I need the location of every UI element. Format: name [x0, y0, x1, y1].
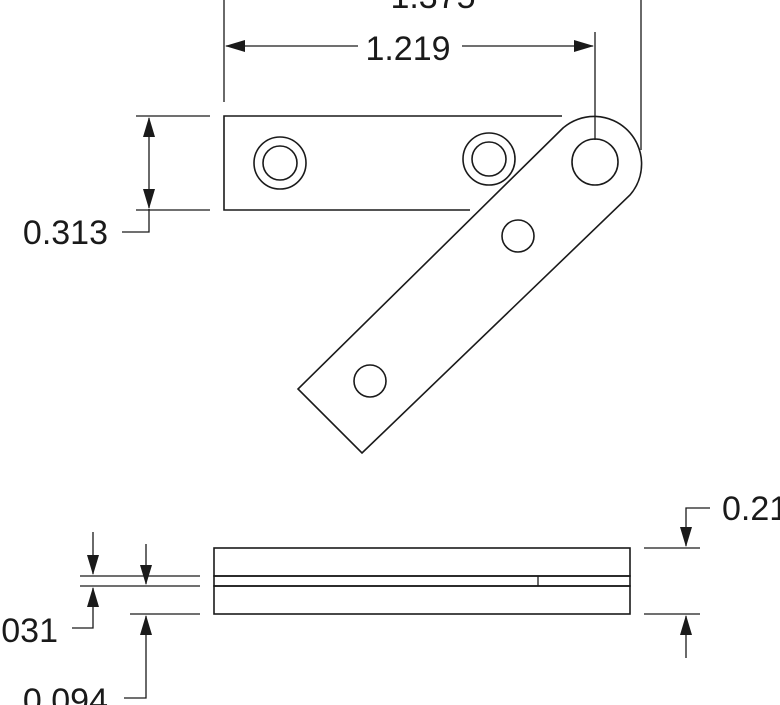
countersunk-hole-2-outer [462, 132, 516, 186]
dimension-leaf-width: 0.313 [23, 115, 210, 252]
top-view [223, 115, 643, 455]
dimension-gap-and-thickness: 0.031 0.094 [0, 532, 200, 705]
middle-gap-strip [213, 575, 631, 587]
arrowhead-down [87, 555, 99, 575]
dimension-total-thickness: 0.21 [644, 490, 780, 658]
arrowhead-up [87, 587, 99, 607]
overall-length-label: 1.375 [390, 0, 475, 16]
hole-span-label: 1.219 [365, 30, 450, 68]
arrowhead-down [143, 189, 155, 209]
arrowhead-up [140, 615, 152, 635]
pivot-pin-circle [571, 138, 619, 186]
gap-label: 0.031 [0, 612, 58, 650]
leaf-hole-3 [501, 219, 535, 253]
countersunk-hole-1-inner [262, 145, 298, 181]
side-view [213, 547, 631, 615]
leaf-width-label: 0.313 [23, 214, 108, 252]
dimension-hole-span: 1.219 [225, 30, 596, 140]
lower-leaf-side [213, 585, 631, 615]
upper-leaf-side [213, 547, 631, 577]
arrowhead-up [143, 117, 155, 137]
arrowhead-down [680, 527, 692, 547]
countersunk-hole-2-inner [471, 141, 507, 177]
arrowhead-left [225, 40, 245, 52]
fixed-leaf-outline [223, 115, 562, 211]
leaf-thickness-label: 0.094 [23, 682, 108, 705]
countersunk-hole-1-outer [253, 136, 307, 190]
dimension-overall-length: 1.375 [223, 0, 642, 150]
leaf-hole-4 [353, 364, 387, 398]
arrowhead-up [680, 615, 692, 635]
total-thickness-label: 0.21 [722, 490, 780, 528]
arrowhead-down [140, 565, 152, 585]
rotating-leaf-outline [296, 115, 643, 455]
arrowhead-right [574, 40, 594, 52]
